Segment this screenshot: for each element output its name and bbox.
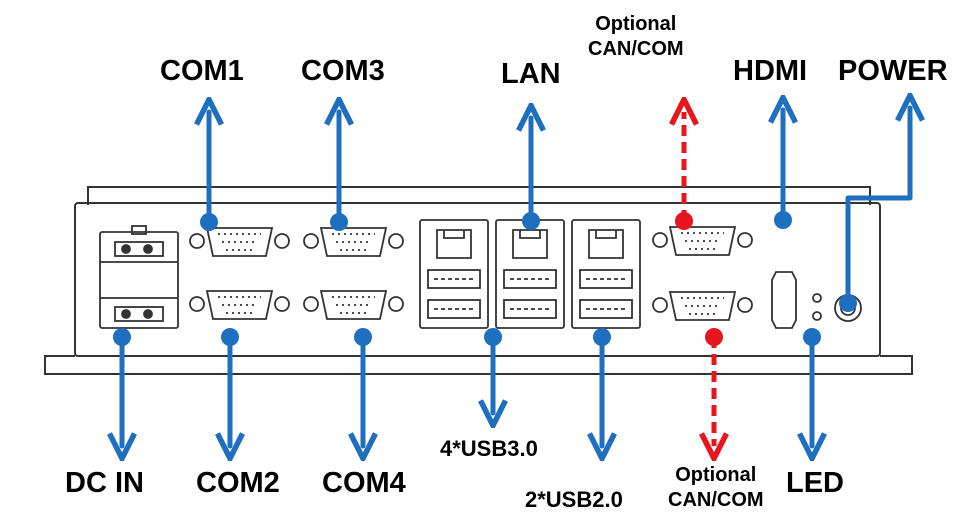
label-dc-in: DC IN	[65, 467, 144, 499]
com3-db9-connector	[303, 227, 404, 257]
label-hdmi: HDMI	[733, 55, 808, 87]
led-anchor-dot	[803, 328, 821, 346]
led-indicator-bottom	[812, 311, 822, 321]
label-optional-can-com-bottom: Optional CAN/COM	[668, 463, 764, 513]
com4-anchor-dot	[354, 328, 372, 346]
dc-in-anchor-dot	[113, 328, 131, 346]
label-com4: COM4	[322, 467, 406, 499]
label-com3: COM3	[301, 55, 385, 87]
optional-bottom-anchor-dot	[705, 328, 723, 346]
hdmi-anchor-dot	[774, 211, 792, 229]
lan-usb3-stack-middle	[495, 219, 565, 329]
power-arrow	[845, 108, 910, 306]
label-optional-top-line2: CAN/COM	[588, 38, 684, 60]
dc-in-connector	[99, 225, 179, 329]
label-usb2: 2*USB2.0	[525, 487, 623, 512]
label-optional-bottom-line1: Optional	[675, 464, 757, 486]
label-lan: LAN	[501, 58, 561, 90]
com1-db9-connector	[189, 227, 290, 257]
com3-anchor-dot	[330, 213, 348, 231]
label-optional-bottom-line2: CAN/COM	[668, 489, 764, 511]
lan-anchor-dot	[522, 212, 540, 230]
label-optional-top-line1: Optional	[595, 13, 677, 35]
label-com2: COM2	[196, 467, 280, 499]
lan-usb2-stack-right	[571, 219, 641, 329]
led-indicator-top	[812, 293, 822, 303]
com2-db9-connector	[189, 290, 290, 320]
power-anchor-dot	[839, 294, 857, 312]
lan-usb3-stack-left	[419, 219, 489, 329]
label-usb3: 4*USB3.0	[440, 436, 538, 461]
usb3-anchor-dot	[484, 328, 502, 346]
chassis-flange	[44, 355, 913, 375]
label-optional-can-com-top: Optional CAN/COM	[588, 12, 684, 62]
label-led: LED	[786, 467, 844, 499]
usb2-anchor-dot	[593, 328, 611, 346]
optional-can-com-bottom-db9-connector	[652, 291, 753, 321]
optional-top-anchor-dot	[675, 212, 693, 230]
optional-can-com-top-db9-connector	[652, 226, 753, 256]
label-com1: COM1	[160, 55, 244, 87]
com2-anchor-dot	[221, 328, 239, 346]
label-power: POWER	[838, 55, 948, 87]
com4-db9-connector	[303, 290, 404, 320]
hdmi-port	[771, 271, 797, 329]
chassis-body	[74, 202, 881, 357]
com1-anchor-dot	[200, 213, 218, 231]
